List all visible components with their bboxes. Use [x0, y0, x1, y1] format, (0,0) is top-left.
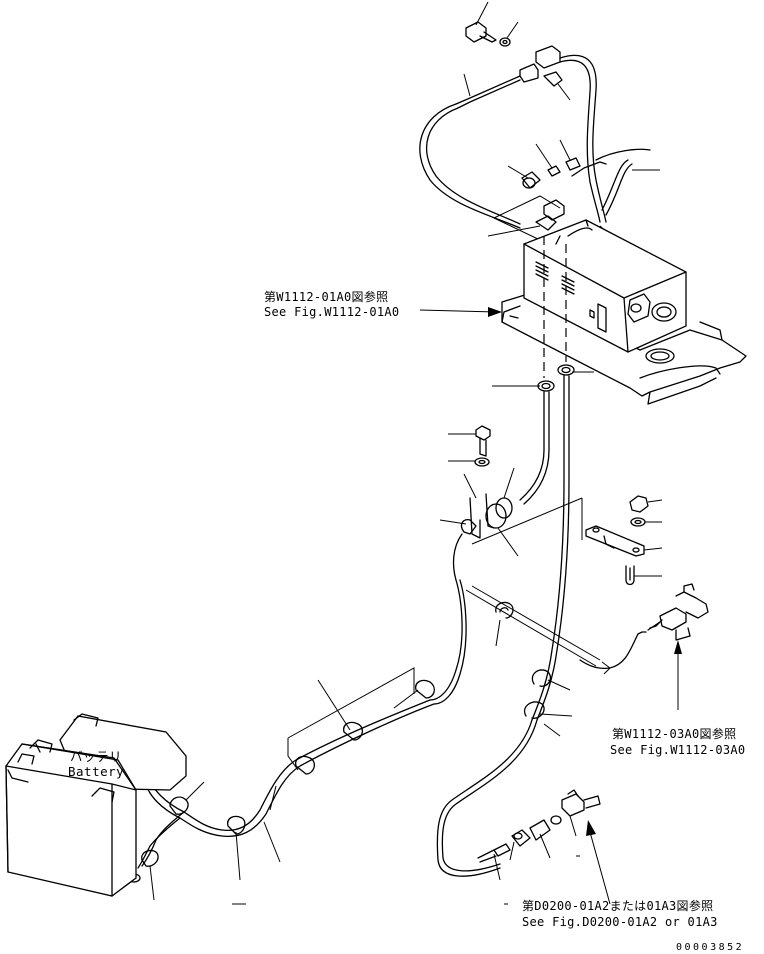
- construction-lines: [287, 585, 601, 771]
- cable-clips: [295, 601, 573, 775]
- ref-label-w1112-01a0-ja: 第W1112-01A0図参照: [264, 290, 389, 304]
- top-harness: [419, 54, 660, 241]
- controller-box: [501, 219, 747, 405]
- mid-fasteners: [429, 425, 583, 705]
- drawing-number: 00003852: [676, 942, 745, 953]
- ref-label-w1112-03a0-en: See Fig.W1112-03A0: [610, 743, 746, 757]
- ref-label-w1112-01a0-en: See Fig.W1112-01A0: [264, 305, 400, 319]
- ref-label-d0200-en: See Fig.D0200-01A2 or 01A3: [522, 915, 718, 929]
- battery-label-en: Battery: [68, 764, 125, 779]
- right-hardware: [579, 495, 709, 710]
- bottom-fittings: [232, 789, 611, 905]
- box-vents: [535, 261, 575, 295]
- battery: [5, 713, 187, 897]
- battery-cable: [127, 699, 435, 901]
- ref-label-w1112-03a0-ja: 第W1112-03A0図参照: [612, 727, 737, 741]
- vertical-harness: [436, 236, 594, 877]
- top-fasteners: [465, 1, 571, 101]
- ref-label-d0200-ja: 第D0200-01A2または01A3図参照: [522, 899, 714, 913]
- ref-arrow-top: [419, 307, 502, 317]
- battery-label-ja: バッテリ: [70, 749, 123, 764]
